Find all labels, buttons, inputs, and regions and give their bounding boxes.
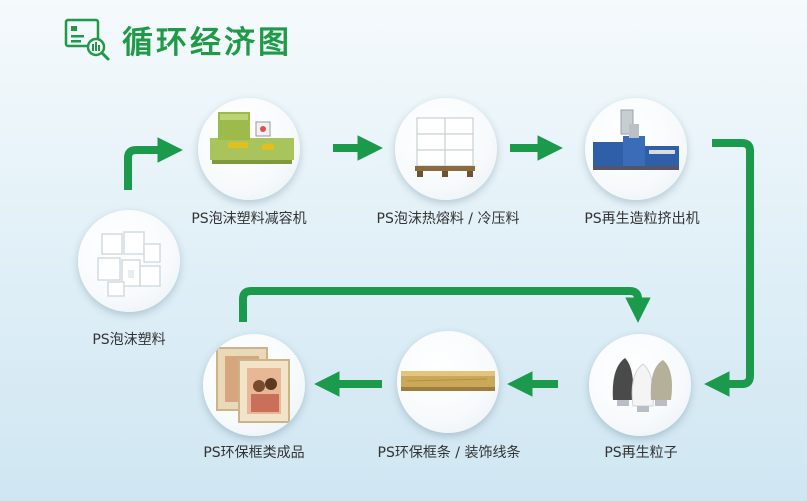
- arrow-foam-to-compactor: [124, 137, 183, 190]
- hotmelt-pallet-icon: [415, 117, 475, 177]
- compactor-image: [198, 98, 300, 200]
- node-label-strip: PS环保框条 / 装饰线条: [377, 445, 521, 461]
- pellets-flasks-icon: [612, 358, 672, 412]
- pellets-image: [589, 334, 691, 436]
- hotmelt-image: [395, 98, 497, 200]
- compactor-machine-icon: [210, 112, 294, 164]
- frame-strip-icon: [401, 371, 495, 391]
- document-search-icon: [64, 18, 110, 61]
- extruder-image: [585, 98, 687, 200]
- page-title: 循环经济图: [122, 24, 292, 61]
- header: 循环经济图: [62, 16, 292, 62]
- arrow-loop-frame-to-pellets: [239, 287, 651, 323]
- node-label-compactor: PS泡沫塑料减容机: [191, 211, 307, 227]
- frame-image: [203, 334, 305, 436]
- node-label-hotmelt: PS泡沫热熔料 / 冷压料: [376, 211, 520, 227]
- node-label-foam: PS泡沫塑料: [92, 332, 166, 348]
- node-label-frame: PS环保框类成品: [203, 445, 305, 461]
- extruder-machine-icon: [593, 109, 679, 170]
- node-label-extruder: PS再生造粒挤出机: [584, 211, 700, 227]
- strip-image: [397, 331, 499, 433]
- foam-blocks-icon: [97, 231, 161, 297]
- arrow-extruder-to-pellets: [704, 139, 754, 397]
- photo-frames-icon: [216, 347, 290, 423]
- foam-image: [78, 210, 180, 312]
- node-label-pellets: PS再生粒子: [604, 445, 678, 461]
